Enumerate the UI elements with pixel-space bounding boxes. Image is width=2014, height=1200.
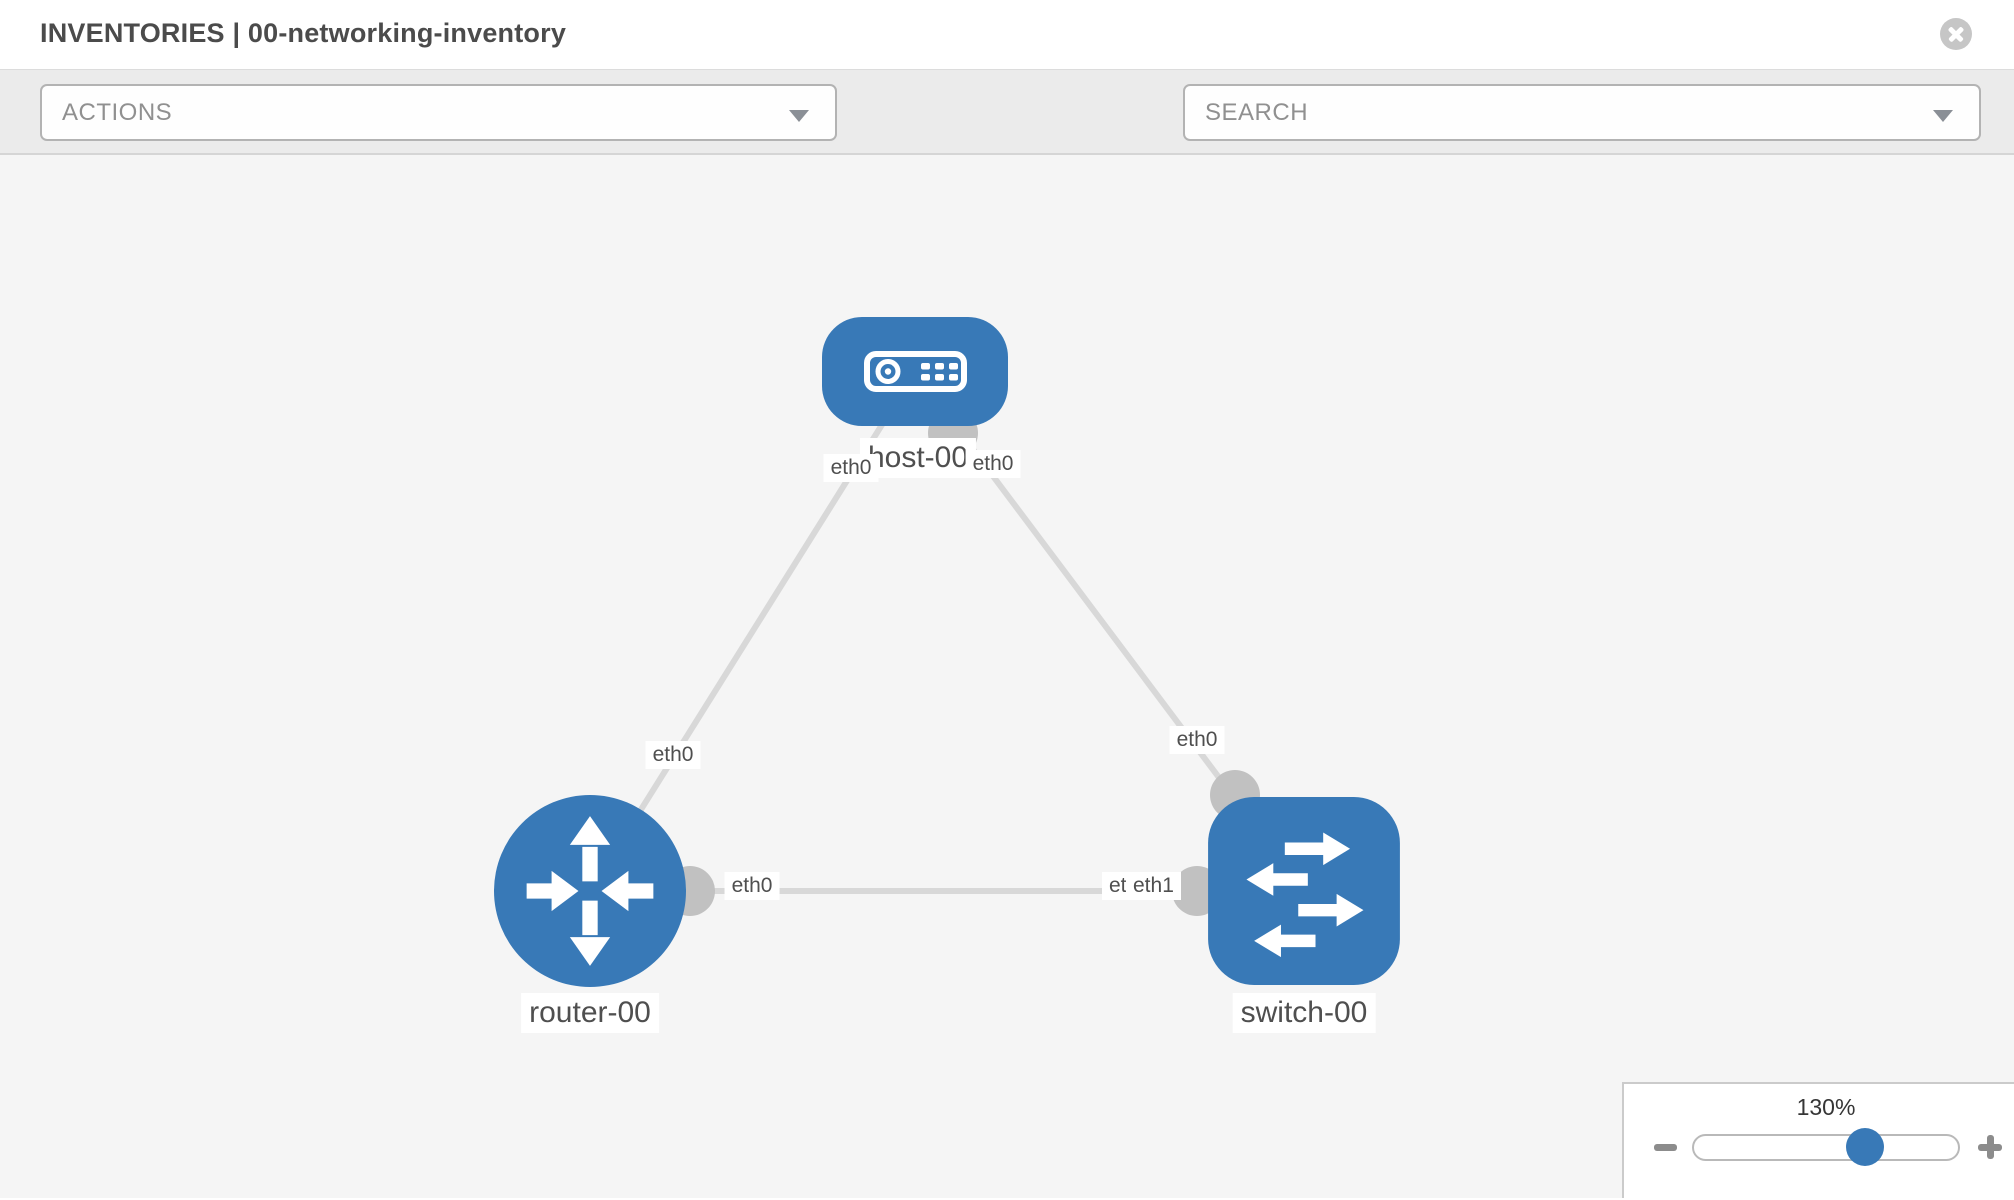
zoom-level-value: 130%	[1796, 1094, 1856, 1120]
search-dropdown[interactable]: SEARCH	[1183, 84, 1981, 141]
node-switch-00[interactable]	[1208, 797, 1400, 985]
plus-icon	[1987, 1135, 1994, 1159]
node-host-00[interactable]	[822, 317, 1008, 426]
page-title: INVENTORIES | 00-networking-inventory	[40, 18, 567, 48]
search-dropdown-value: SEARCH	[1205, 98, 1309, 126]
zoom-slider-track[interactable]	[1692, 1134, 1960, 1161]
iface-label-switch-from-host: eth0	[1169, 726, 1225, 754]
node-label-switch-00: switch-00	[1232, 993, 1376, 1033]
close-button[interactable]	[1940, 18, 1972, 50]
topology-canvas[interactable]: host-00 router-00 switch-00 eth0 eth0 et…	[0, 155, 2014, 1198]
toolbar: ACTIONS SEARCH	[0, 70, 2014, 204]
iface-label-router-to-switch: eth0	[724, 872, 780, 900]
links-layer	[587, 370, 1307, 916]
host-icon	[822, 317, 1008, 426]
iface-label-host-to-switch: eth0	[965, 450, 1021, 478]
actions-dropdown[interactable]: ACTIONS	[40, 84, 837, 141]
chevron-down-icon	[1933, 110, 1953, 122]
node-label-host-00: host-00	[859, 438, 977, 478]
iface-label-router-from-host: eth0	[645, 741, 701, 769]
zoom-in-button[interactable]	[1978, 1135, 2002, 1159]
header: INVENTORIES | 00-networking-inventory	[0, 0, 2014, 70]
node-label-router-00: router-00	[521, 993, 659, 1033]
zoom-slider-thumb[interactable]	[1846, 1128, 1884, 1166]
iface-label-host-to-router: eth0	[823, 454, 879, 482]
zoom-out-button[interactable]	[1654, 1144, 1677, 1151]
zoom-panel: 130%	[1622, 1082, 2014, 1198]
chevron-down-icon	[789, 110, 809, 122]
router-icon	[494, 795, 686, 987]
actions-dropdown-value: ACTIONS	[62, 98, 173, 126]
node-router-00[interactable]	[494, 795, 686, 987]
iface-label-switch-from-router: eth1	[1126, 872, 1181, 900]
switch-icon	[1208, 797, 1400, 985]
